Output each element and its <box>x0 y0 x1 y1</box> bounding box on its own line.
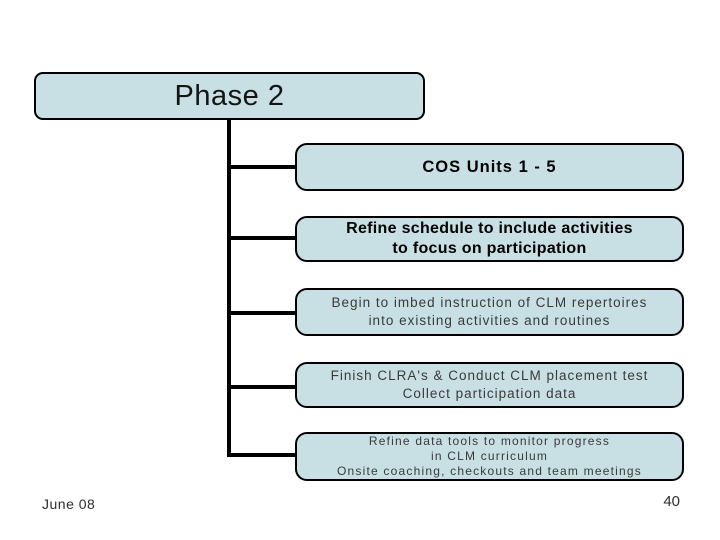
connector-branch-line <box>229 385 295 389</box>
connector-branch-line <box>229 236 295 240</box>
slide-date: June 08 <box>42 496 96 512</box>
task-text-line: COS Units 1 - 5 <box>422 158 557 176</box>
connector-branch-line <box>229 453 295 457</box>
task-box-refine-data-tools: Refine data tools to monitor progress in… <box>295 432 684 481</box>
task-text-line: Collect participation data <box>402 386 577 401</box>
task-text-line: Refine data tools to monitor progress <box>368 434 611 448</box>
task-box-refine-schedule: Refine schedule to include activities to… <box>295 216 684 262</box>
task-box-finish-clra: Finish CLRA's & Conduct CLM placement te… <box>295 362 684 408</box>
task-text-line: in CLM curriculum <box>430 449 549 463</box>
task-text-line: Begin to imbed instruction of CLM repert… <box>331 295 648 310</box>
connector-trunk-line <box>227 120 231 457</box>
phase-title-box: Phase 2 <box>34 72 425 120</box>
task-text-line: Refine schedule to include activities <box>346 220 633 237</box>
task-text-line: to focus on participation <box>392 240 587 257</box>
connector-branch-line <box>229 311 295 315</box>
connector-branch-line <box>229 165 295 169</box>
task-box-cos-units: COS Units 1 - 5 <box>295 143 684 191</box>
phase-title: Phase 2 <box>174 79 285 112</box>
task-text-line: into existing activities and routines <box>368 313 611 328</box>
task-box-imbed-instruction: Begin to imbed instruction of CLM repert… <box>295 288 684 336</box>
task-text-line: Onsite coaching, checkouts and team meet… <box>337 464 642 478</box>
task-text-line: Finish CLRA's & Conduct CLM placement te… <box>330 368 649 383</box>
slide-page-number: 40 <box>663 493 680 510</box>
